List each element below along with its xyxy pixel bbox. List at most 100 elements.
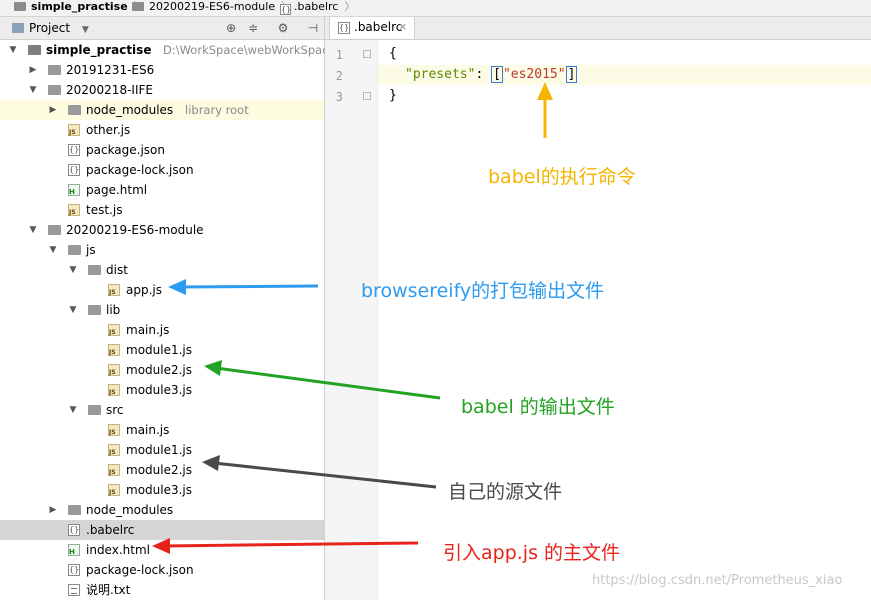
code-line-1: { xyxy=(389,46,397,61)
tree-item-label: module2.js xyxy=(126,463,193,477)
tree-file[interactable]: module2.js xyxy=(0,360,324,380)
editor-tab-babelrc[interactable]: .babelrc × xyxy=(329,17,415,39)
tree-item-label: lib xyxy=(106,303,121,317)
folder-icon xyxy=(88,265,101,275)
tree-folder[interactable]: ▼dist xyxy=(0,260,324,280)
js-file-icon xyxy=(108,484,120,496)
tree-file[interactable]: package-lock.json xyxy=(0,560,324,580)
tree-item-label: module1.js xyxy=(126,343,193,357)
code-content[interactable]: { "presets": ["es2015"] } xyxy=(389,44,859,124)
chevron-down-icon[interactable]: ▼ xyxy=(49,245,57,255)
chevron-right-icon[interactable]: ▶ xyxy=(49,505,57,515)
chevron-down-icon[interactable]: ▼ xyxy=(29,225,37,235)
tree-file[interactable]: module3.js xyxy=(0,480,324,500)
watermark: https://blog.csdn.net/Prometheus_xiao xyxy=(592,573,843,588)
tree-item-label: index.html xyxy=(86,543,150,557)
js-file-icon xyxy=(108,364,120,376)
tree-file[interactable]: package.json xyxy=(0,140,324,160)
tree-item-label: simple_practise xyxy=(46,43,152,57)
code-line-2: "presets": ["es2015"] xyxy=(405,66,578,83)
breadcrumb-item-file[interactable]: .babelrc〉 xyxy=(280,0,355,16)
tree-file[interactable]: other.js xyxy=(0,120,324,140)
tree-file[interactable]: app.js xyxy=(0,280,324,300)
tree-item-label: app.js xyxy=(126,283,162,297)
tree-item-label: module1.js xyxy=(126,443,193,457)
tree-item-label: module3.js xyxy=(126,383,193,397)
chevron-down-icon[interactable]: ▼ xyxy=(9,45,17,55)
json-file-icon xyxy=(280,4,291,15)
tree-file[interactable]: module3.js xyxy=(0,380,324,400)
tree-folder[interactable]: ▼src xyxy=(0,400,324,420)
arrow-browserify-output xyxy=(168,279,319,295)
chevron-down-icon[interactable]: ▼ xyxy=(69,405,77,415)
chevron-right-icon[interactable]: ▶ xyxy=(29,65,37,75)
tree-folder[interactable]: ▼ 20200219-ES6-module xyxy=(0,220,324,240)
editor-tab-bar: .babelrc × xyxy=(325,17,871,40)
tree-folder[interactable]: ▶node_modules xyxy=(0,500,324,520)
folder-icon xyxy=(132,2,144,11)
tree-file[interactable]: package-lock.json xyxy=(0,160,324,180)
arrow-main-file xyxy=(152,538,419,554)
fold-icon[interactable] xyxy=(363,50,371,58)
project-icon xyxy=(12,23,24,33)
tree-item-label: package.json xyxy=(86,143,166,157)
chevron-down-icon[interactable]: ▼ xyxy=(69,305,77,315)
folder-icon xyxy=(14,2,26,11)
chevron-down-icon[interactable]: ▼ xyxy=(69,265,77,275)
tree-file[interactable]: module2.js xyxy=(0,460,324,480)
json-file-icon xyxy=(68,524,80,536)
json-file-icon xyxy=(68,144,80,156)
tree-folder[interactable]: ▼ simple_practise D:\WorkSpace\webWorkSpac… xyxy=(0,40,330,60)
project-view-selector[interactable]: Project ▼ xyxy=(12,17,89,39)
js-file-icon xyxy=(108,444,120,456)
chevron-down-icon[interactable]: ▼ xyxy=(29,85,37,95)
js-file-icon xyxy=(108,464,120,476)
hide-panel-icon[interactable]: ⊣ xyxy=(307,21,319,35)
collapse-all-icon[interactable]: ≑ xyxy=(247,21,259,35)
text-file-icon xyxy=(68,584,80,596)
tree-item-label: module2.js xyxy=(126,363,193,377)
tree-file[interactable]: main.js xyxy=(0,420,324,440)
tree-item-label: main.js xyxy=(126,323,170,337)
project-panel: Project ▼ ⊕ ≑ ⚙ ⊣ ▼ simple_practise D:\Wor… xyxy=(0,17,330,600)
tree-file[interactable]: module1.js xyxy=(0,440,324,460)
chevron-right-icon[interactable]: ▶ xyxy=(49,105,57,115)
tree-folder[interactable]: ▶20191231-ES6 xyxy=(0,60,324,80)
tree-folder[interactable]: ▼20200218-IIFE xyxy=(0,80,324,100)
tree-folder[interactable]: ▼js xyxy=(0,240,324,260)
tree-file[interactable]: index.html xyxy=(0,540,324,560)
locate-icon[interactable]: ⊕ xyxy=(225,21,237,35)
dropdown-arrow-icon: ▼ xyxy=(81,25,89,35)
line-number: 1 xyxy=(335,48,343,62)
tree-file[interactable]: main.js xyxy=(0,320,324,340)
project-tree: ▼ simple_practise D:\WorkSpace\webWorkSpac… xyxy=(0,40,330,600)
html-file-icon xyxy=(68,544,80,556)
tree-folder[interactable]: ▼ lib xyxy=(0,300,324,320)
project-panel-header: Project ▼ ⊕ ≑ ⚙ ⊣ xyxy=(0,17,324,40)
folder-icon xyxy=(48,225,61,235)
annotation-browserify-output: browsereify的打包输出文件 xyxy=(361,280,605,302)
folder-icon xyxy=(68,245,81,255)
folder-icon xyxy=(48,85,61,95)
tree-file[interactable]: .babelrc xyxy=(0,520,324,540)
js-file-icon xyxy=(108,424,120,436)
tree-item-hint: D:\WorkSpace\webWorkSpace\simp xyxy=(163,43,330,57)
tree-file[interactable]: page.html xyxy=(0,180,324,200)
tree-file[interactable]: 说明.txt xyxy=(0,580,324,600)
tree-item-label: 20200219-ES6-module xyxy=(66,223,204,237)
fold-icon[interactable] xyxy=(363,92,371,100)
js-file-icon xyxy=(108,344,120,356)
tree-item-label: module3.js xyxy=(126,483,193,497)
tree-file[interactable]: test.js xyxy=(0,200,324,220)
json-file-icon xyxy=(68,164,80,176)
gear-icon[interactable]: ⚙ xyxy=(277,21,289,35)
tree-item-label: test.js xyxy=(86,203,123,217)
html-file-icon xyxy=(68,184,80,196)
annotation-babel-output: babel 的输出文件 xyxy=(461,396,615,418)
folder-icon xyxy=(68,505,81,515)
tree-item-label: 说明.txt xyxy=(86,583,131,597)
close-tab-icon[interactable]: × xyxy=(398,20,408,33)
tree-file[interactable]: module1.js xyxy=(0,340,324,360)
arrow-babel-command xyxy=(537,82,553,138)
